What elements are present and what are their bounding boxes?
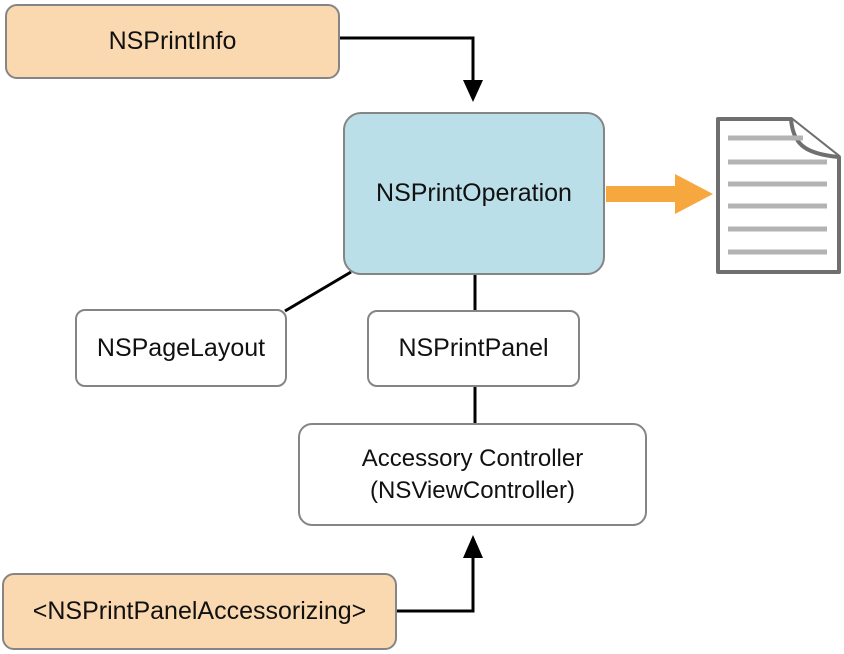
node-nsprintpanelaccessorizing: <NSPrintPanelAccessorizing>: [2, 573, 397, 650]
printed-document-icon: [716, 117, 841, 274]
node-accessory-controller-label: Accessory Controller (NSViewController): [362, 443, 583, 505]
printoperation-to-pagelayout-line: [284, 270, 352, 313]
node-accessory-controller: Accessory Controller (NSViewController): [298, 423, 647, 526]
node-nspagelayout-label: NSPageLayout: [96, 333, 266, 362]
node-nsprintoperation-label: NSPrintOperation: [376, 179, 572, 208]
accessorizing-to-accessorycontroller-arrow: [397, 535, 483, 613]
node-accessory-controller-label-line2: (NSViewController): [370, 476, 575, 504]
node-nsprintpanel: NSPrintPanel: [367, 310, 580, 387]
node-nsprintinfo: NSPrintInfo: [5, 4, 340, 79]
node-nsprintoperation: NSPrintOperation: [343, 112, 605, 275]
printinfo-to-printoperation-arrow: [340, 36, 483, 102]
node-accessory-controller-label-line1: Accessory Controller: [361, 445, 584, 473]
node-nspagelayout: NSPageLayout: [75, 309, 287, 387]
node-nsprintpanelaccessorizing-label: <NSPrintPanelAccessorizing>: [32, 597, 367, 626]
node-nsprintpanel-label: NSPrintPanel: [398, 334, 549, 363]
node-nsprintinfo-label: NSPrintInfo: [108, 27, 237, 56]
output-arrow-icon: [606, 174, 713, 214]
